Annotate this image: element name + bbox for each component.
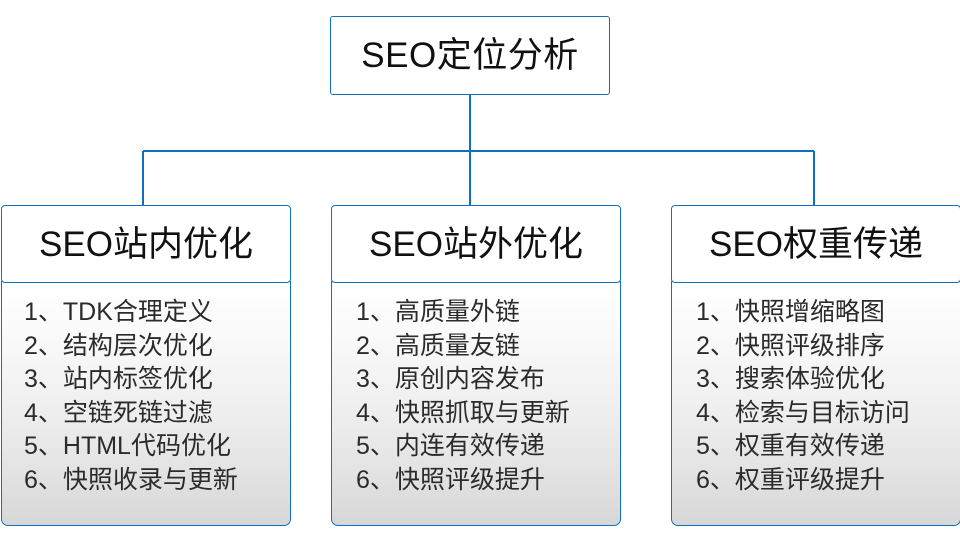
list-item: 6、快照评级提升 xyxy=(356,465,545,494)
branch-2-title: SEO站外优化 xyxy=(369,224,583,264)
list-item: 2、快照评级排序 xyxy=(696,331,885,360)
branch-3-title: SEO权重传递 xyxy=(709,224,923,264)
branch-3-header[interactable]: SEO权重传递 xyxy=(671,205,960,283)
list-item: 5、HTML代码优化 xyxy=(24,432,231,461)
list-item: 3、站内标签优化 xyxy=(24,365,213,394)
list-item: 4、快照抓取与更新 xyxy=(356,398,570,427)
branch-column-1: SEO站内优化 1、TDK合理定义 2、结构层次优化 3、站内标签优化 4、空链… xyxy=(1,205,291,527)
list-item: 6、权重评级提升 xyxy=(696,465,885,494)
list-item: 2、结构层次优化 xyxy=(24,331,213,360)
list-item: 1、快照增缩略图 xyxy=(696,298,885,327)
root-node[interactable]: SEO定位分析 xyxy=(330,16,610,95)
branch-1-header[interactable]: SEO站内优化 xyxy=(1,205,291,283)
branch-3-list: 1、快照增缩略图 2、快照评级排序 3、搜索体验优化 4、检索与目标访问 5、权… xyxy=(671,281,960,527)
list-item: 1、高质量外链 xyxy=(356,298,520,327)
branch-2-header[interactable]: SEO站外优化 xyxy=(331,205,621,283)
branch-1-list: 1、TDK合理定义 2、结构层次优化 3、站内标签优化 4、空链死链过滤 5、H… xyxy=(1,281,291,527)
list-item: 5、权重有效传递 xyxy=(696,432,885,461)
branch-1-title: SEO站内优化 xyxy=(39,224,253,264)
list-item: 4、空链死链过滤 xyxy=(24,398,213,427)
list-item: 2、高质量友链 xyxy=(356,331,520,360)
list-item: 3、原创内容发布 xyxy=(356,365,545,394)
list-item: 5、内连有效传递 xyxy=(356,432,545,461)
branch-column-3: SEO权重传递 1、快照增缩略图 2、快照评级排序 3、搜索体验优化 4、检索与… xyxy=(671,205,960,527)
branch-2-list: 1、高质量外链 2、高质量友链 3、原创内容发布 4、快照抓取与更新 5、内连有… xyxy=(331,281,621,527)
list-item: 1、TDK合理定义 xyxy=(24,298,213,327)
list-item: 4、检索与目标访问 xyxy=(696,398,910,427)
root-node-title: SEO定位分析 xyxy=(361,36,579,75)
branch-column-2: SEO站外优化 1、高质量外链 2、高质量友链 3、原创内容发布 4、快照抓取与… xyxy=(331,205,621,527)
list-item: 3、搜索体验优化 xyxy=(696,365,885,394)
list-item: 6、快照收录与更新 xyxy=(24,465,238,494)
